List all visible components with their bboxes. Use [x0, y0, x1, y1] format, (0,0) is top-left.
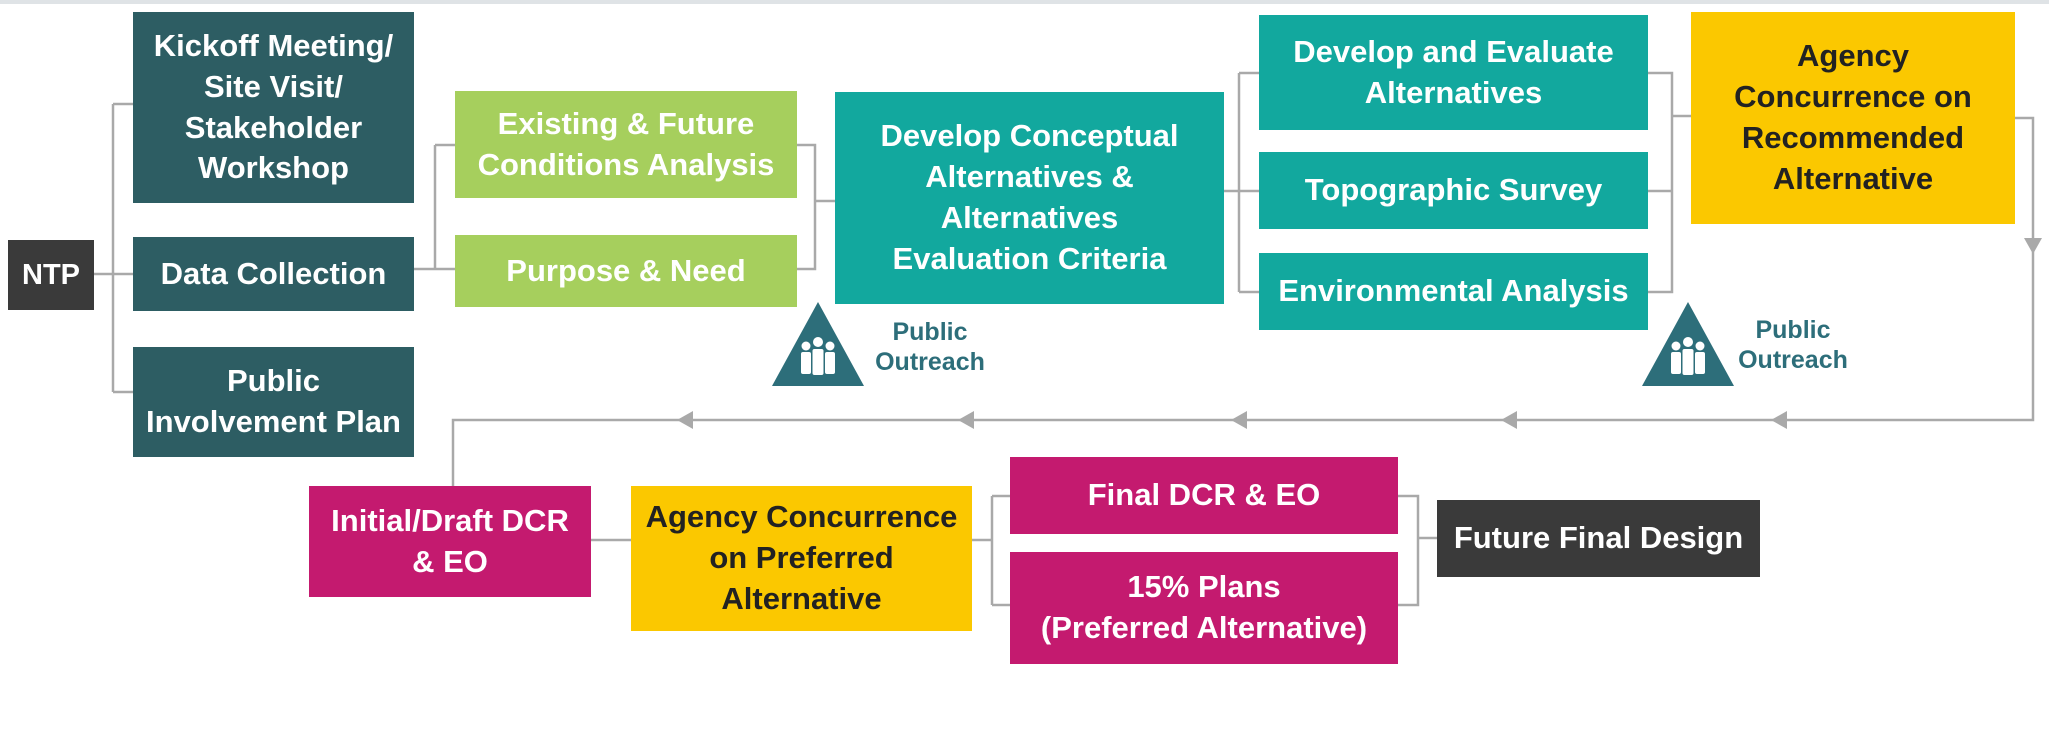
- initial-draft-dcr-box: Initial/Draft DCR & EO: [309, 486, 591, 597]
- public-outreach-label: Public Outreach: [875, 318, 985, 376]
- arrow-left-icon: [1771, 411, 1787, 429]
- purpose-need-box: Purpose & Need: [455, 235, 797, 307]
- final-dcr-eo-box: Final DCR & EO: [1010, 457, 1398, 534]
- connector-data-to-stage2: [414, 143, 455, 271]
- connector-agency-to-final: [972, 494, 1010, 607]
- topographic-survey-box: Topographic Survey: [1259, 152, 1648, 229]
- connector-final-to-future: [1398, 494, 1437, 607]
- connector-stage2-to-conceptual: [797, 143, 835, 271]
- arrow-left-icon: [677, 411, 693, 429]
- agency-concurrence-recommended-box: Agency Concurrence on Recommended Altern…: [1691, 12, 2015, 224]
- public-outreach-marker-1: Public Outreach: [770, 298, 1000, 388]
- people-group-triangle-icon: [772, 302, 864, 386]
- window-top-edge: [0, 0, 2049, 4]
- arrow-left-icon: [1231, 411, 1247, 429]
- connector-conceptual-to-stage4: [1224, 71, 1259, 294]
- data-collection-box: Data Collection: [133, 237, 414, 311]
- develop-conceptual-alternatives-box: Develop Conceptual Alternatives & Altern…: [835, 92, 1224, 304]
- connector-ntp-to-stage1: [94, 102, 133, 394]
- arrow-left-icon: [1501, 411, 1517, 429]
- kickoff-meeting-box: Kickoff Meeting/ Site Visit/ Stakeholder…: [133, 12, 414, 203]
- connector-return-loop: [451, 116, 2035, 486]
- people-group-triangle-icon: [1642, 302, 1734, 386]
- develop-evaluate-alternatives-box: Develop and Evaluate Alternatives: [1259, 15, 1648, 130]
- public-outreach-label: Public Outreach: [1738, 316, 1848, 374]
- ntp-box: NTP: [8, 240, 94, 310]
- arrow-down-icon: [2024, 238, 2042, 254]
- agency-concurrence-preferred-box: Agency Concurrence on Preferred Alternat…: [631, 486, 972, 631]
- public-outreach-marker-2: Public Outreach: [1640, 298, 1870, 388]
- public-involvement-plan-box: Public Involvement Plan: [133, 347, 414, 457]
- future-final-design-box: Future Final Design: [1437, 500, 1760, 577]
- environmental-analysis-box: Environmental Analysis: [1259, 253, 1648, 330]
- existing-future-conditions-box: Existing & Future Conditions Analysis: [455, 91, 797, 198]
- connector-stage4-to-agency: [1648, 71, 1691, 294]
- plans-15-percent-box: 15% Plans (Preferred Alternative): [1010, 552, 1398, 664]
- arrow-left-icon: [958, 411, 974, 429]
